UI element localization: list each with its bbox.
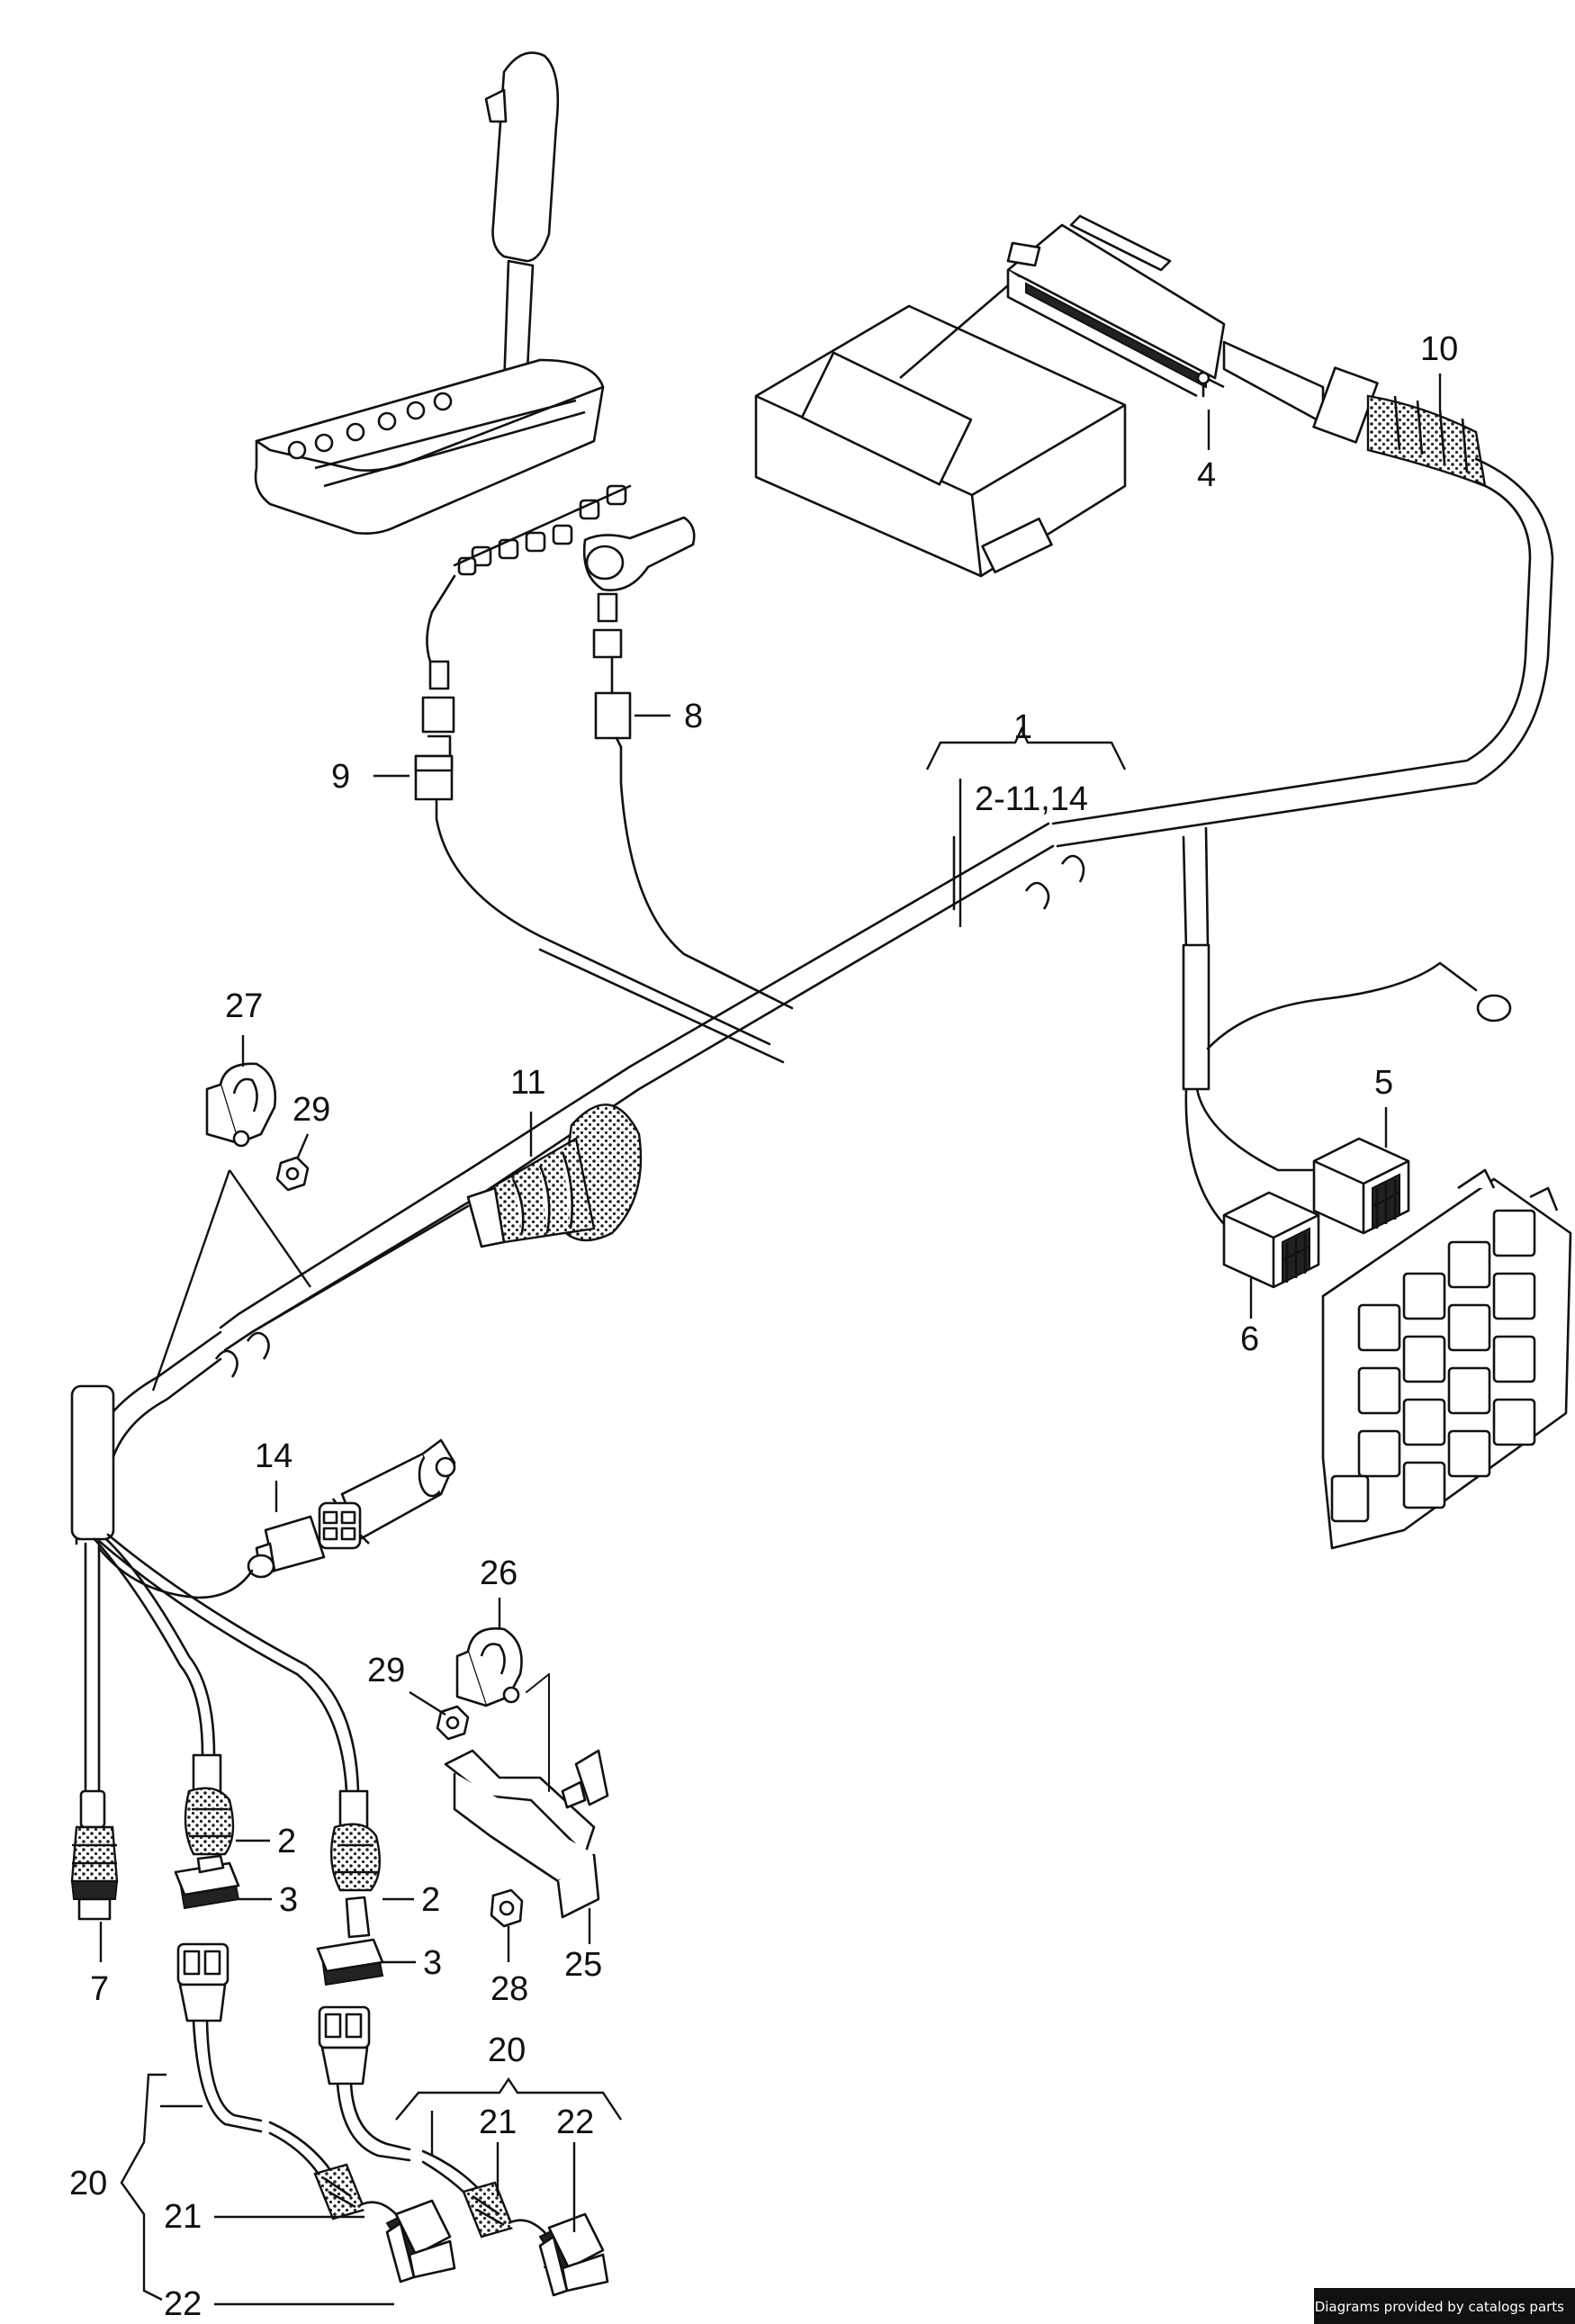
label-28: 28: [490, 1970, 528, 2008]
label-25: 25: [564, 1946, 602, 1984]
label-11: 11: [510, 1064, 545, 1102]
connector-5: [1312, 1137, 1410, 1235]
label-2-right: 2: [421, 1881, 440, 1919]
relay-slots: [1330, 1209, 1536, 1523]
connector-7: [70, 1825, 119, 1921]
label-21-right: 21: [479, 2103, 517, 2141]
nut-28: [490, 1888, 524, 1928]
connector-2-3-left: [174, 1753, 240, 1910]
bracket-25: [444, 1673, 609, 1919]
grommet-11: [250, 1103, 643, 1334]
nut-29-upper: [275, 1156, 310, 1192]
label-26: 26: [480, 1554, 518, 1592]
branch-wires: [435, 745, 956, 1064]
label-21-left: 21: [164, 2198, 202, 2236]
sensor-harness-right: [318, 2005, 609, 2297]
selector-tab-strip: [453, 484, 632, 576]
label-22-right: 22: [556, 2103, 594, 2141]
clip-27: [205, 1062, 277, 1148]
connector-10: [1312, 366, 1487, 488]
label-29-upper: 29: [292, 1091, 330, 1129]
control-unit: [754, 214, 1325, 578]
label-29-lower: 29: [367, 1652, 405, 1689]
label-1: 1: [1013, 708, 1032, 746]
connector-6: [1222, 1191, 1320, 1289]
label-7: 7: [90, 1970, 109, 2008]
label-14: 14: [255, 1437, 292, 1475]
label-22-left: 22: [164, 2285, 202, 2323]
label-20-left: 20: [69, 2165, 107, 2202]
label-3-left: 3: [279, 1881, 298, 1919]
lower-branches: [79, 1533, 360, 1829]
connector-2-3-right: [316, 1789, 384, 1986]
label-20-right: 20: [488, 2031, 526, 2069]
label-4: 4: [1197, 456, 1216, 494]
label-10: 10: [1420, 330, 1458, 368]
part-labels: 1 2-11,14 10 4 9 8 11 27 29 5 6 14 26 29…: [69, 330, 1458, 2323]
sensor-14: [97, 1438, 456, 1599]
sensor-harness-left: [176, 1942, 456, 2283]
gear-selector: [254, 51, 632, 576]
connector-8: [582, 516, 696, 749]
label-9: 9: [331, 758, 350, 796]
leader-lines: [99, 374, 1442, 2306]
connector-9: [414, 574, 456, 801]
label-8: 8: [684, 698, 703, 735]
credit-text: Diagrams provided by catalogs parts: [1314, 2299, 1564, 2315]
label-6: 6: [1240, 1320, 1259, 1358]
label-27: 27: [225, 987, 263, 1025]
right-branch: [1182, 826, 1512, 1244]
credit-banner: [1314, 2288, 1575, 2324]
label-3-right: 3: [423, 1944, 442, 1982]
label-5: 5: [1374, 1064, 1393, 1102]
label-2-left: 2: [277, 1823, 296, 1860]
clip-26: [455, 1626, 523, 1707]
relay-carrier: [1321, 1168, 1572, 1550]
main-harness: [70, 457, 1554, 1545]
label-1-range: 2-11,14: [975, 780, 1088, 818]
